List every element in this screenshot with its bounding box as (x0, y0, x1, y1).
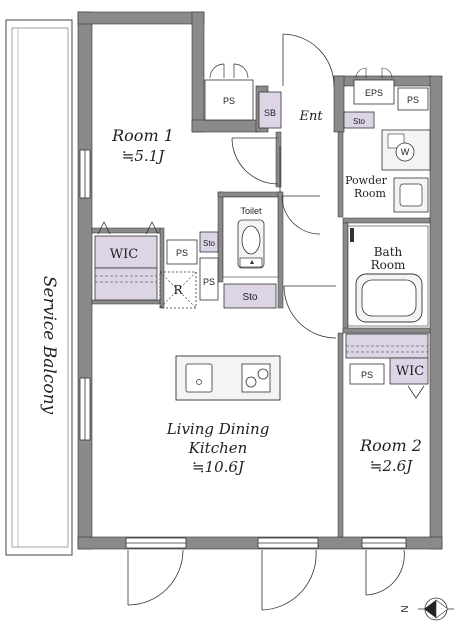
room1-name: Room 1 (111, 126, 174, 145)
bath-room: Bath Room (347, 225, 429, 327)
north-arrow: N (400, 597, 454, 621)
svg-text:WIC: WIC (110, 247, 138, 262)
ldk-area: ≒10.6J (192, 458, 245, 476)
svg-text:Sto: Sto (353, 117, 366, 126)
north-label: N (400, 605, 411, 612)
ldk-name-1: Living Dining (166, 420, 270, 438)
interior-walls (91, 131, 431, 538)
svg-text:PS: PS (407, 95, 419, 105)
svg-text:R: R (173, 283, 183, 297)
svg-text:Sto: Sto (242, 292, 257, 303)
ldk-door (283, 285, 337, 339)
ps-mid-boxes: PS PS (166, 239, 219, 301)
room1-door (231, 137, 281, 192)
svg-text:PS: PS (223, 96, 235, 106)
powder-room: W Powder Room (345, 129, 431, 213)
ent-label: Ent (298, 109, 323, 124)
toilet-room: Toilet (222, 196, 279, 278)
powder-door (281, 195, 321, 235)
room2-area: ≒2.6J (370, 457, 413, 475)
left-windows (79, 149, 91, 441)
svg-text:Sto: Sto (203, 239, 216, 248)
sto-hall: Sto (223, 283, 277, 309)
room1-area: ≒5.1J (122, 147, 165, 165)
balcony-door-swings (127, 549, 405, 611)
svg-text:PS: PS (361, 370, 373, 380)
balcony-label: Service Balcony (39, 276, 59, 415)
svg-text:Bath: Bath (374, 245, 403, 259)
service-balcony: Service Balcony (5, 19, 73, 556)
svg-text:WIC: WIC (396, 364, 424, 379)
ps-top-box: PS (204, 63, 254, 121)
entrance-door (282, 33, 335, 87)
svg-text:EPS: EPS (365, 88, 383, 98)
svg-text:PS: PS (203, 277, 215, 287)
kitchen-island (175, 355, 281, 401)
sto-entrance: Sto (343, 111, 375, 129)
toilet-label: Toilet (240, 206, 262, 216)
sb-box: SB (258, 91, 282, 129)
svg-text:Powder: Powder (345, 174, 388, 187)
svg-text:W: W (401, 147, 410, 157)
bottom-windows (125, 537, 407, 549)
room2-name: Room 2 (359, 436, 422, 455)
wic1: WIC (94, 221, 159, 301)
sto-toilet: Sto (199, 231, 219, 253)
r-box: R (159, 271, 197, 309)
svg-text:Room: Room (371, 258, 406, 272)
eps-ps-block: EPS PS (353, 67, 429, 111)
svg-text:Room: Room (354, 187, 387, 200)
wic2: WIC PS (345, 333, 429, 399)
room-labels: Room 1 ≒5.1J Living Dining Kitchen ≒10.6… (111, 126, 422, 476)
svg-text:SB: SB (264, 108, 276, 118)
ldk-name-2: Kitchen (188, 439, 248, 457)
svg-text:PS: PS (176, 248, 188, 258)
